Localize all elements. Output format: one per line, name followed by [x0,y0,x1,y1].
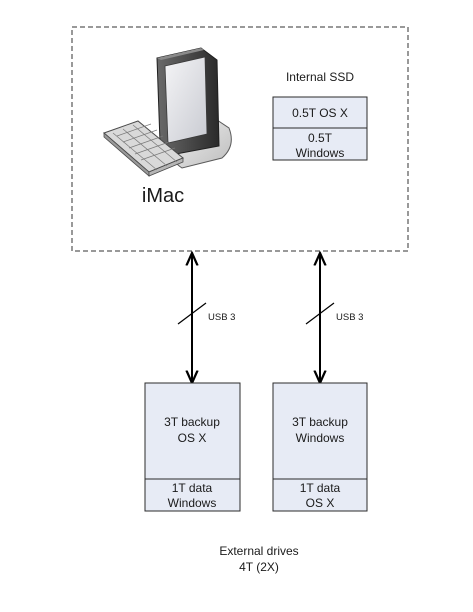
drive-1-data-line-2: Windows [168,496,217,510]
internal-partition-osx: 0.5T OS X [292,106,348,120]
external-drives-caption: External drives [219,544,298,558]
imac-enclosure [71,26,409,252]
usb-label-right: USB 3 [336,312,363,323]
drive-2-data-line-1: 1T data [300,481,341,495]
external-drives-capacity: 4T (2X) [239,560,279,574]
usb-connection-left [177,253,207,383]
keyboard-icon [103,120,184,177]
internal-partition-windows-os: Windows [296,146,345,160]
drive-2-main-line-1: 3T backup [292,415,348,429]
usb-label-left: USB 3 [208,312,235,323]
internal-ssd-title: Internal SSD [286,70,354,84]
drive-1-main-line-1: 3T backup [164,415,220,429]
internal-ssd-box [272,96,368,161]
external-drive-2 [272,382,368,512]
usb-connection-right [305,253,335,383]
internal-partition-windows-size: 0.5T [308,131,333,145]
drive-2-main-line-2: Windows [296,431,345,445]
imac-computer-icon [156,47,232,169]
imac-label: iMac [142,185,184,207]
drive-1-main-line-2: OS X [178,431,207,445]
drive-2-data-line-2: OS X [306,496,335,510]
external-drive-1 [144,382,241,512]
drive-1-data-line-1: 1T data [172,481,213,495]
